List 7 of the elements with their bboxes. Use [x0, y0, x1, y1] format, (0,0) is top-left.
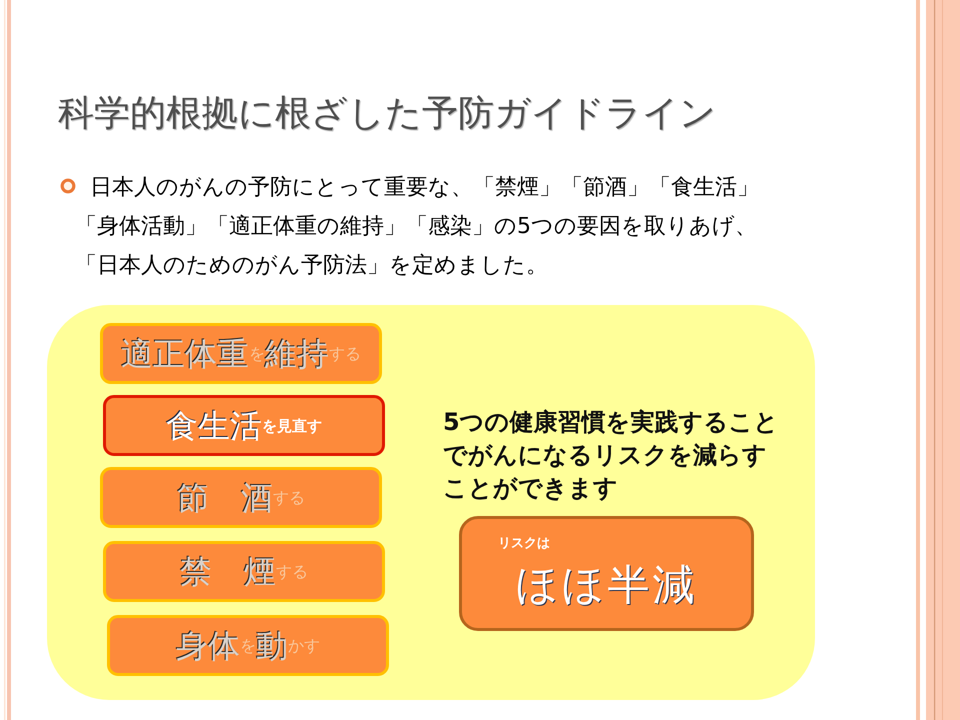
slide-title: 科学的根拠に根ざした予防ガイドライン	[58, 92, 716, 136]
panel-text: 5つの健康習慣を実践することでがんになるリスクを減らすことができます	[443, 407, 780, 504]
result-text: ほほ半減	[514, 559, 698, 611]
bullet-text: 日本人のがんの予防にとって重要な、「禁煙」「節酒」「食生活」「身体活動」「適正体重の維持」「感染」の5つの要因を取りあげ、「日本人のためのがん予防法」を定めました。	[75, 174, 760, 280]
rounded-panel	[47, 305, 815, 700]
result-caption: リスクは	[498, 535, 550, 552]
result-box	[459, 516, 754, 631]
